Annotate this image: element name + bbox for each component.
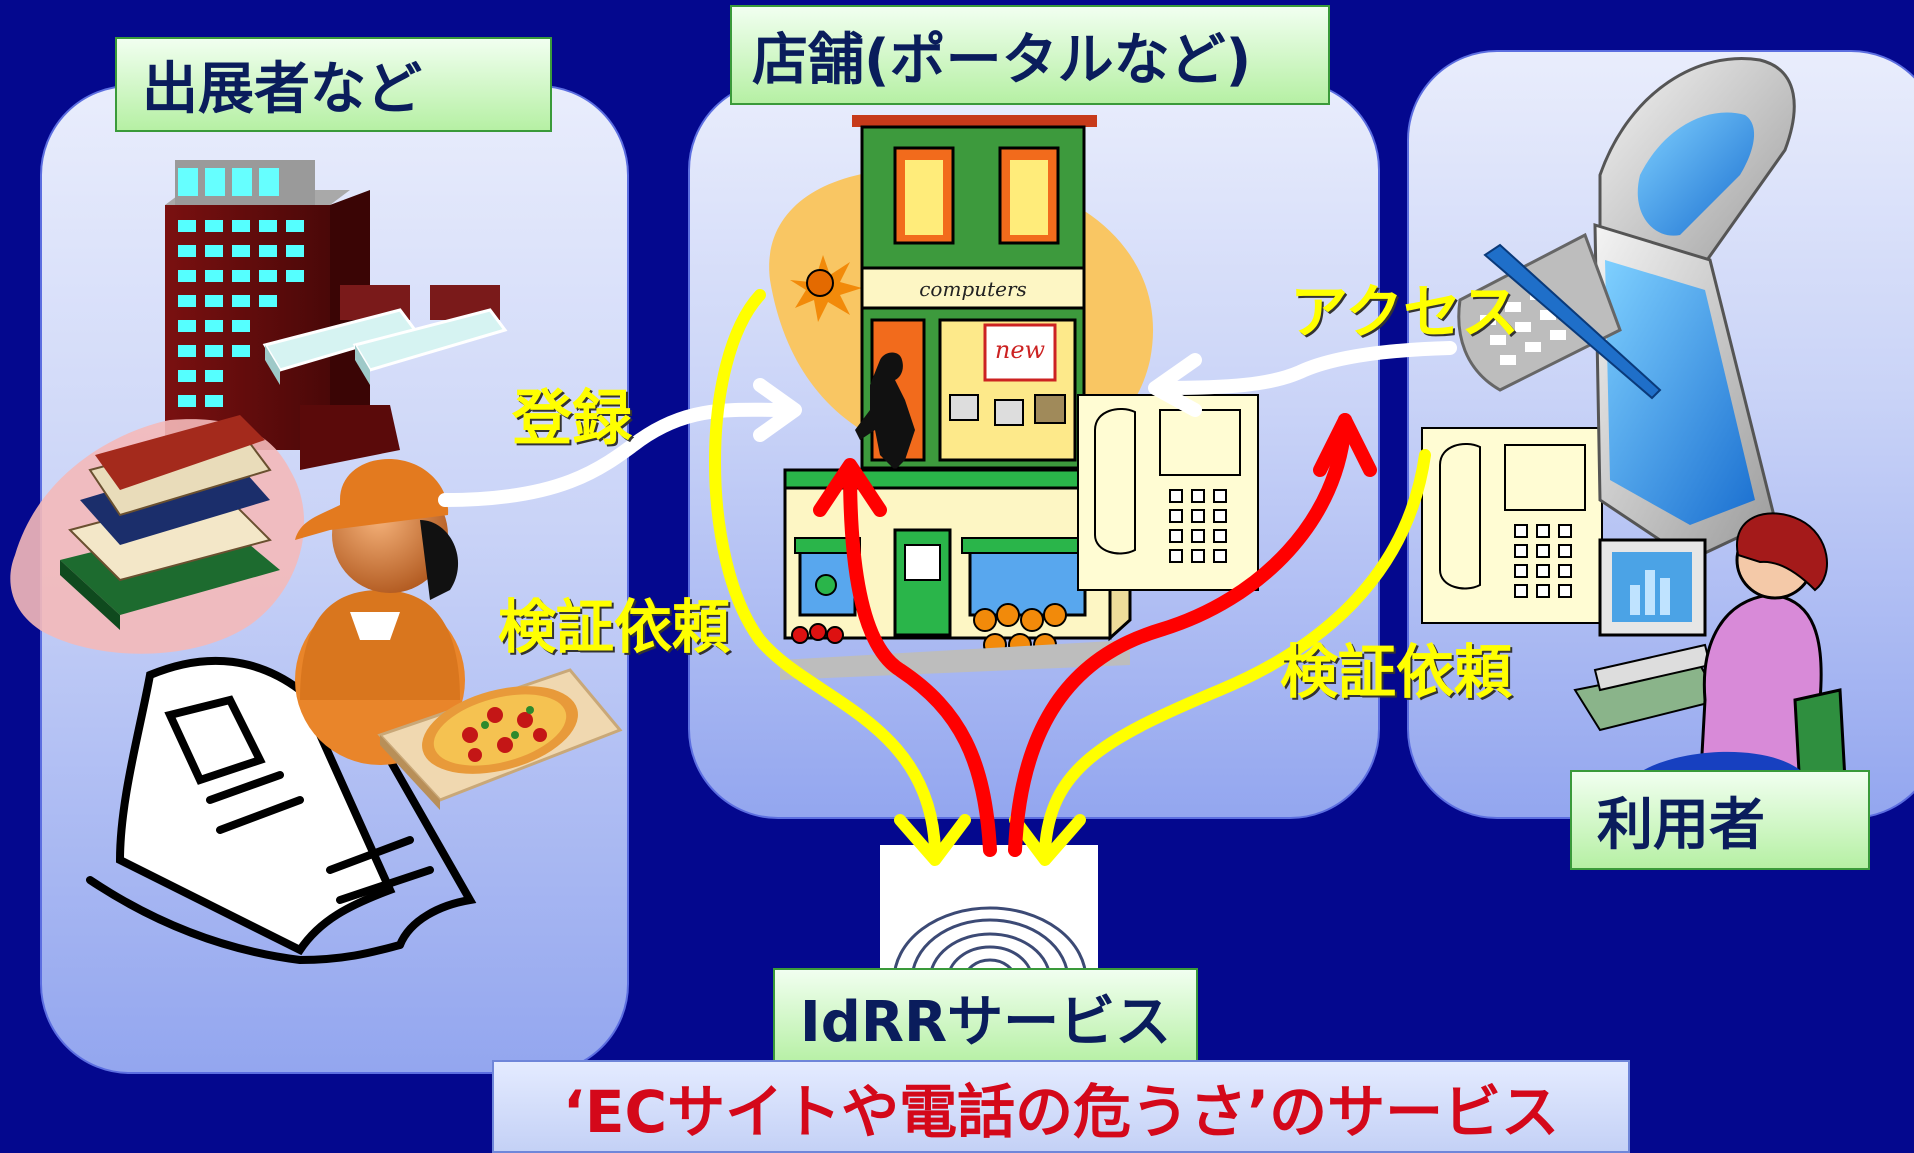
response-arrow-right <box>1008 413 1377 857</box>
users-label: 利用者 <box>1570 770 1870 870</box>
store-label-text: 店舗(ポータルなど) <box>752 27 1252 93</box>
beds-icon <box>262 285 508 385</box>
user-at-computer-icon <box>1573 512 1847 792</box>
mobile-phone-icon <box>1457 57 1796 562</box>
verify-arrow-left <box>709 289 971 866</box>
verify-arrow-right <box>1009 449 1431 866</box>
hotel-building-icon <box>165 160 400 470</box>
verify-arrow-label-left: 検証依頼 <box>498 593 731 661</box>
books-icon <box>10 415 305 654</box>
access-arrow-label: アクセス <box>1290 278 1520 346</box>
exhibitors-label-text: 出展者など <box>142 57 422 122</box>
telephone-icon-store <box>1077 394 1259 591</box>
bottom-title: ‘ECサイトや電話の危うさ’のサービス <box>562 1077 1560 1146</box>
store-window-text: new <box>995 336 1046 364</box>
store-icon: computers new <box>769 115 1154 680</box>
access-arrow <box>1148 341 1457 417</box>
bottom-title-box: ‘ECサイトや電話の危うさ’のサービス <box>492 1060 1630 1153</box>
register-arrow <box>438 378 802 507</box>
idrr-service-label: IdRRサービス <box>773 968 1198 1066</box>
exhibitors-label: 出展者など <box>115 37 552 132</box>
users-label-text: 利用者 <box>1597 792 1765 858</box>
thief-silhouette-icon <box>855 352 915 470</box>
verify-arrow-label-right: 検証依頼 <box>1280 638 1513 706</box>
response-arrow-left <box>813 458 997 857</box>
telephone-icon-user <box>1421 427 1603 624</box>
register-arrow-label: 登録 <box>512 384 632 454</box>
store-label: 店舗(ポータルなど) <box>730 5 1330 105</box>
delivery-person-icon <box>295 459 623 810</box>
sun-icon <box>790 255 862 322</box>
idrr-service-label-text: IdRRサービス <box>799 989 1172 1055</box>
store-sign-text: computers <box>919 277 1027 301</box>
